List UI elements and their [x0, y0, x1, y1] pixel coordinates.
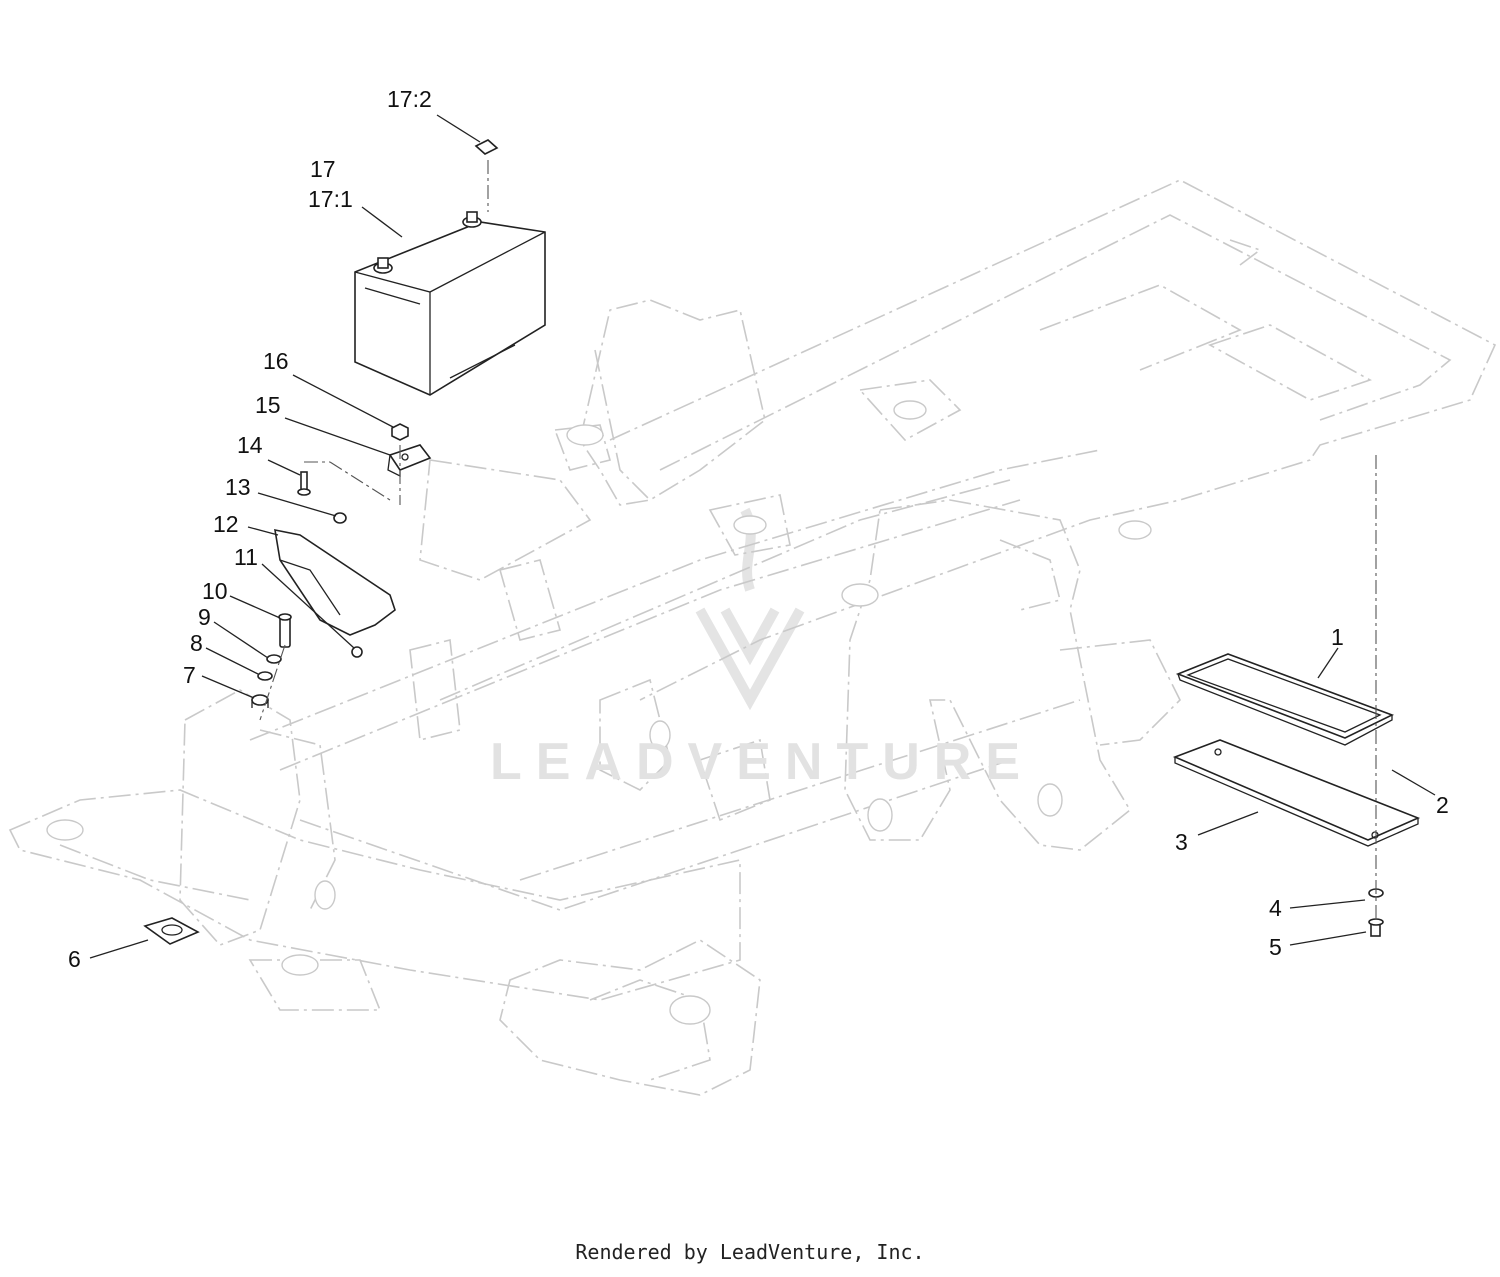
- callout-11: 11: [234, 544, 258, 570]
- hold-down-bracket-part: [387, 444, 432, 478]
- callout-6: 6: [68, 946, 81, 972]
- callout-17-1: 17:1: [308, 186, 353, 212]
- battery-part: [354, 211, 546, 396]
- small-nut-part: [333, 512, 347, 524]
- watermark-logo: [695, 507, 805, 711]
- footer-credit: Rendered by LeadVenture, Inc.: [575, 1240, 925, 1264]
- callout-17-2: 17:2: [387, 86, 432, 112]
- chassis-frame: [8, 179, 1497, 1096]
- callout-1: 1: [1331, 624, 1344, 650]
- callout-13: 13: [225, 474, 251, 500]
- leader-lines: [89, 114, 1436, 959]
- pin-part: [351, 646, 363, 658]
- frame-holes: [46, 400, 1152, 1025]
- watermark-text: LEADVENTURE: [490, 733, 1035, 791]
- callout-2: 2: [1436, 792, 1449, 818]
- callout-3: 3: [1175, 829, 1188, 855]
- washer-part: [266, 654, 282, 664]
- bolt-part: [297, 471, 311, 496]
- nut-part: [391, 423, 409, 441]
- gasket-plate-part: [143, 917, 200, 945]
- callout-14: 14: [237, 432, 263, 458]
- pivot-bolt-part: [278, 613, 292, 648]
- callout-7: 7: [183, 662, 196, 688]
- callout-12: 12: [213, 511, 239, 537]
- ring-part: [257, 671, 273, 681]
- bushing-part: [251, 694, 269, 708]
- assembly-centerlines: [259, 160, 1377, 918]
- callout-17: 17: [310, 156, 336, 182]
- callout-10: 10: [202, 578, 228, 604]
- floor-plate-part: [1172, 739, 1421, 847]
- cover-plate-part: [274, 528, 396, 636]
- battery-label-part: [474, 139, 499, 155]
- callout-4: 4: [1269, 895, 1282, 921]
- callout-5: 5: [1269, 934, 1282, 960]
- seal-frame-part: [1175, 653, 1395, 746]
- callout-8: 8: [190, 630, 203, 656]
- plate-screw-part: [1368, 918, 1384, 937]
- callout-15: 15: [255, 392, 281, 418]
- callout-9: 9: [198, 604, 211, 630]
- callout-16: 16: [263, 348, 289, 374]
